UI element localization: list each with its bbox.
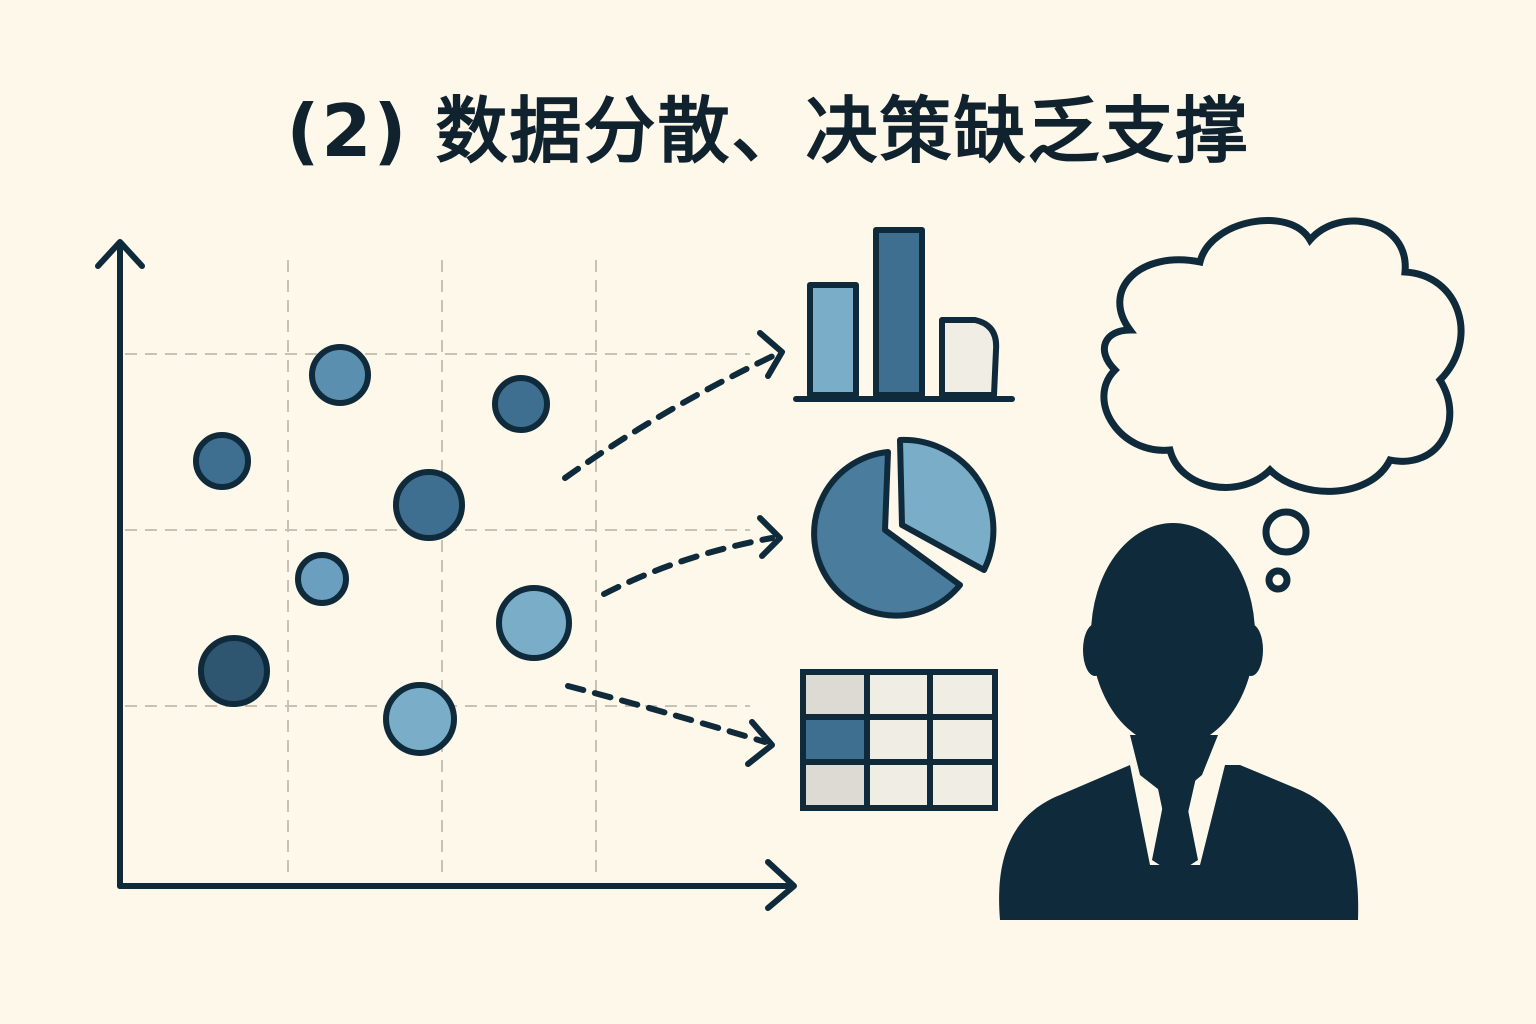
thought-bubble-icon xyxy=(1100,217,1465,593)
axes xyxy=(95,239,797,911)
businessman-icon xyxy=(999,523,1359,920)
pie-chart-icon xyxy=(811,436,997,619)
scatter-plot-icon xyxy=(95,239,797,911)
data-points xyxy=(193,344,572,756)
bar-chart-icon xyxy=(793,227,1015,402)
table-grid-icon xyxy=(800,669,998,811)
dashed-arrows xyxy=(562,330,785,767)
page-title: (2) 数据分散、决策缺乏支撑 xyxy=(286,89,1250,173)
